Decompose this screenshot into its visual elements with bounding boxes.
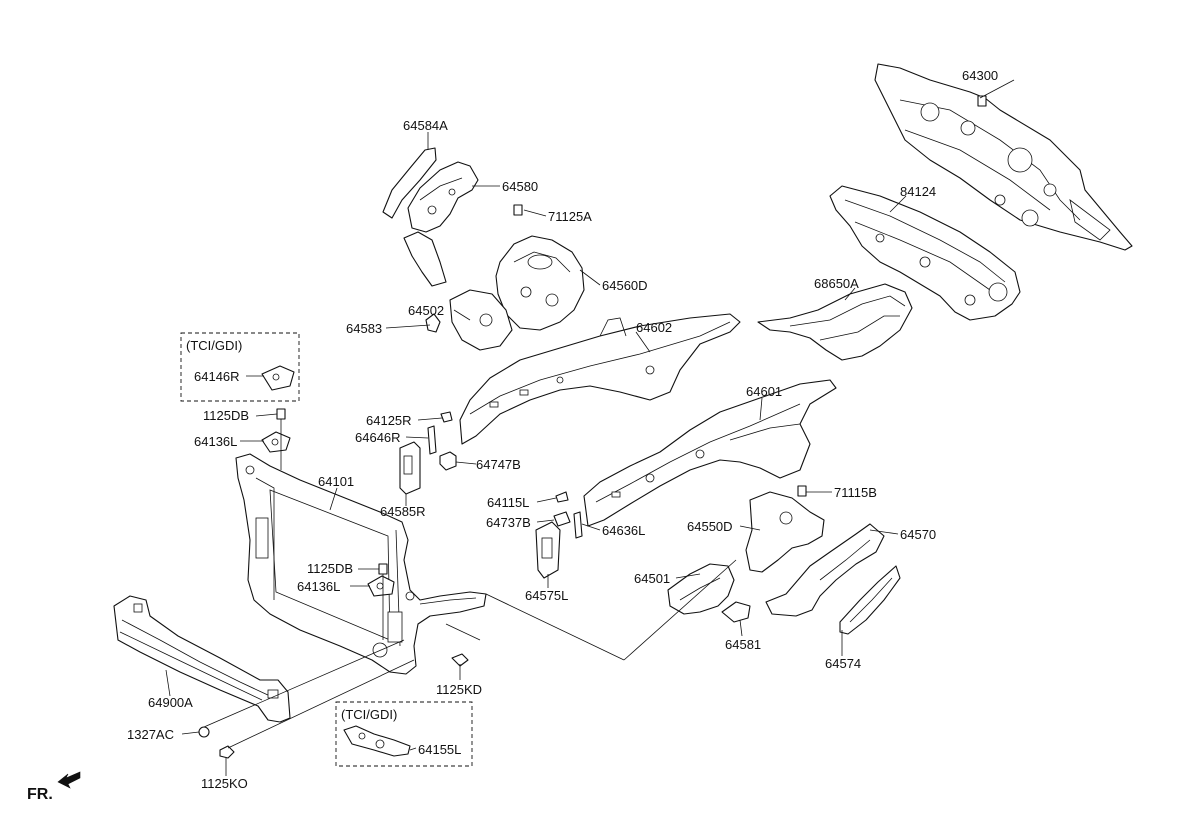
label-64636L: 64636L bbox=[602, 523, 645, 538]
label-64580: 64580 bbox=[502, 179, 538, 194]
label-64602: 64602 bbox=[636, 320, 672, 335]
label-1125DB-mid: 1125DB bbox=[307, 561, 353, 576]
label-64115L: 64115L bbox=[487, 495, 529, 510]
label-1125KD: 1125KD bbox=[436, 682, 482, 697]
label-71115B: 71115B bbox=[834, 485, 877, 500]
label-64501: 64501 bbox=[634, 571, 670, 586]
label-64560D: 64560D bbox=[602, 278, 648, 293]
label-68650A: 68650A bbox=[814, 276, 859, 291]
part-64501-drawing bbox=[667, 563, 751, 623]
label-64136L-mid: 64136L bbox=[297, 579, 340, 594]
label-64125R: 64125R bbox=[366, 413, 412, 428]
leader-lines bbox=[165, 79, 1015, 776]
label-64136L-top: 64136L bbox=[194, 434, 237, 449]
label-1125KO: 1125KO bbox=[201, 776, 248, 791]
label-64575L: 64575L bbox=[525, 588, 568, 603]
label-64747B: 64747B bbox=[476, 457, 521, 472]
label-64584A: 64584A bbox=[403, 118, 448, 133]
label-64570: 64570 bbox=[900, 527, 936, 542]
label-71125A: 71125A bbox=[548, 209, 592, 224]
small-parts-drawing bbox=[198, 365, 583, 759]
label-64601: 64601 bbox=[746, 384, 782, 399]
label-1125DB-top: 1125DB bbox=[203, 408, 249, 423]
part-64602-drawing bbox=[459, 313, 741, 445]
label-64900A: 64900A bbox=[148, 695, 193, 710]
part-64550D-drawing bbox=[745, 485, 901, 635]
label-64646R: 64646R bbox=[355, 430, 401, 445]
part-64900A-drawing bbox=[113, 595, 291, 723]
label-64581: 64581 bbox=[725, 637, 761, 652]
label-84124: 84124 bbox=[900, 184, 936, 199]
label-64574: 64574 bbox=[825, 656, 861, 671]
label-64585R: 64585R bbox=[380, 504, 426, 519]
front-label: FR. bbox=[27, 786, 53, 803]
label-64146R: 64146R bbox=[194, 369, 240, 384]
label-tci-gdi-top: (TCI/GDI) bbox=[186, 338, 242, 353]
front-arrow-icon bbox=[57, 771, 81, 789]
part-64101-drawing bbox=[235, 453, 487, 675]
part-64601-drawing bbox=[583, 379, 837, 527]
label-64101: 64101 bbox=[318, 474, 354, 489]
tci-gdi-box-bottom bbox=[335, 701, 473, 767]
part-64300-drawing bbox=[874, 63, 1133, 251]
tci-gdi-box-top bbox=[180, 332, 300, 402]
part-64580-drawing bbox=[382, 147, 479, 287]
label-64550D: 64550D bbox=[687, 519, 733, 534]
label-1327AC: 1327AC bbox=[127, 727, 174, 742]
label-64155L: 64155L bbox=[418, 742, 461, 757]
part-64560D-drawing bbox=[425, 204, 585, 351]
label-tci-gdi-bottom: (TCI/GDI) bbox=[341, 707, 397, 722]
label-64737B: 64737B bbox=[486, 515, 531, 530]
label-64300: 64300 bbox=[962, 68, 998, 83]
part-84124-drawing bbox=[829, 185, 1021, 321]
label-64502: 64502 bbox=[408, 303, 444, 318]
front-indicator: FR. bbox=[27, 771, 81, 803]
part-68650A-drawing bbox=[757, 283, 913, 361]
label-64583: 64583 bbox=[346, 321, 382, 336]
